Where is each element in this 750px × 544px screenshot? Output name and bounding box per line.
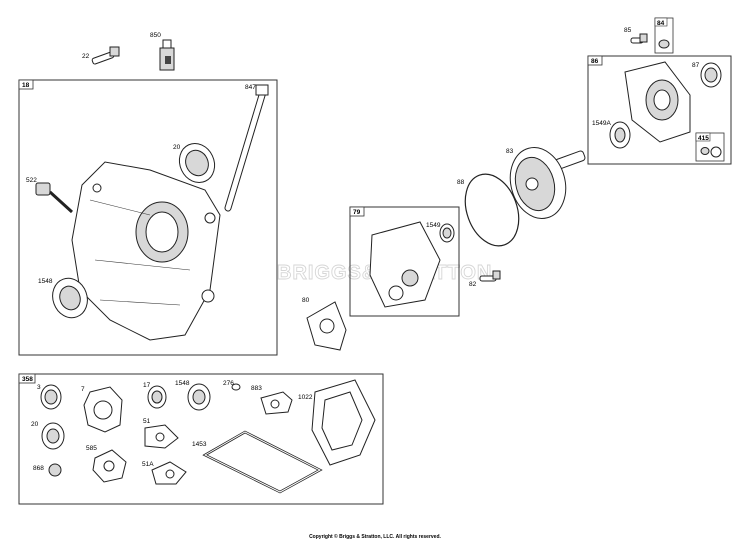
group-box-358 bbox=[18, 373, 384, 505]
kit-callout-883: 883 bbox=[251, 385, 262, 392]
sealant-tube-icon[interactable] bbox=[159, 39, 175, 71]
callout-1549A: 1549A bbox=[592, 120, 611, 127]
dipstick-icon[interactable] bbox=[35, 182, 74, 214]
kit-callout-51: 51 bbox=[143, 418, 151, 425]
callout-20: 20 bbox=[173, 144, 181, 151]
kit-callout-1548: 1548 bbox=[175, 380, 190, 387]
bolt-icon[interactable] bbox=[91, 46, 120, 65]
nut-icon[interactable] bbox=[700, 146, 722, 158]
kit-callout-7: 7 bbox=[81, 386, 85, 393]
kit-callout-585: 585 bbox=[86, 445, 97, 452]
sump-cover-icon[interactable] bbox=[369, 221, 441, 308]
group-label-358: 358 bbox=[22, 376, 33, 383]
kit-callout-276: 276 bbox=[223, 380, 234, 387]
callout-85: 85 bbox=[624, 27, 632, 34]
oil-seal-icon[interactable] bbox=[147, 385, 167, 409]
bearing-icon[interactable] bbox=[47, 273, 93, 322]
crankcase-icon[interactable] bbox=[71, 161, 221, 341]
oil-seal-icon[interactable] bbox=[41, 422, 65, 450]
callout-522: 522 bbox=[26, 177, 37, 184]
bolt-icon[interactable] bbox=[479, 270, 501, 282]
callout-82: 82 bbox=[469, 281, 477, 288]
gasket-icon[interactable] bbox=[151, 461, 187, 485]
cover-assembly-icon[interactable] bbox=[624, 61, 691, 143]
callout-847: 847 bbox=[245, 84, 256, 91]
kit-callout-1022: 1022 bbox=[298, 394, 313, 401]
kit-callout-868: 868 bbox=[33, 465, 44, 472]
bolt-icon[interactable] bbox=[48, 463, 62, 477]
gasket-icon[interactable] bbox=[83, 386, 123, 433]
gasket-icon[interactable] bbox=[306, 301, 347, 351]
bearing-icon[interactable] bbox=[187, 383, 211, 411]
group-label-18: 18 bbox=[22, 82, 30, 89]
kit-callout-17: 17 bbox=[143, 382, 151, 389]
callout-88: 88 bbox=[457, 179, 465, 186]
callout-22: 22 bbox=[82, 53, 90, 60]
gasket-icon[interactable] bbox=[260, 391, 293, 415]
kit-callout-51A: 51A bbox=[142, 461, 154, 468]
callout-850: 850 bbox=[150, 32, 161, 39]
oil-seal-icon[interactable] bbox=[173, 138, 221, 189]
group-box-79 bbox=[349, 206, 460, 317]
copyright-footer: Copyright © Briggs & Stratton, LLC. All … bbox=[309, 534, 441, 540]
kit-callout-1453: 1453 bbox=[192, 441, 207, 448]
gear-icon[interactable] bbox=[503, 141, 586, 225]
oil-seal-icon[interactable] bbox=[40, 384, 62, 410]
kit-callout-20: 20 bbox=[31, 421, 39, 428]
callout-1549: 1549 bbox=[426, 222, 441, 229]
group-label-79: 79 bbox=[353, 209, 361, 216]
group-label-415: 415 bbox=[698, 135, 709, 142]
o-ring-icon[interactable] bbox=[231, 383, 241, 391]
dipstick-tube-icon[interactable] bbox=[224, 84, 269, 212]
gasket-icon[interactable] bbox=[311, 379, 376, 466]
group-label-84: 84 bbox=[657, 20, 665, 27]
group-label-86: 86 bbox=[591, 58, 599, 65]
bearing-icon[interactable] bbox=[609, 121, 631, 149]
nut-icon[interactable] bbox=[658, 39, 670, 49]
group-box-18 bbox=[18, 79, 278, 356]
bolt-icon[interactable] bbox=[630, 33, 648, 44]
callout-1548: 1548 bbox=[38, 278, 53, 285]
callout-87: 87 bbox=[692, 62, 700, 69]
o-ring-icon[interactable] bbox=[456, 167, 528, 254]
oil-seal-icon[interactable] bbox=[700, 62, 722, 88]
callout-83: 83 bbox=[506, 148, 514, 155]
gasket-icon[interactable] bbox=[92, 449, 127, 483]
gasket-icon[interactable] bbox=[144, 424, 179, 449]
group-box-86 bbox=[587, 55, 732, 165]
kit-callout-3: 3 bbox=[37, 384, 41, 391]
oil-seal-icon[interactable] bbox=[439, 223, 455, 243]
gasket-icon[interactable] bbox=[202, 430, 323, 494]
callout-80: 80 bbox=[302, 297, 310, 304]
